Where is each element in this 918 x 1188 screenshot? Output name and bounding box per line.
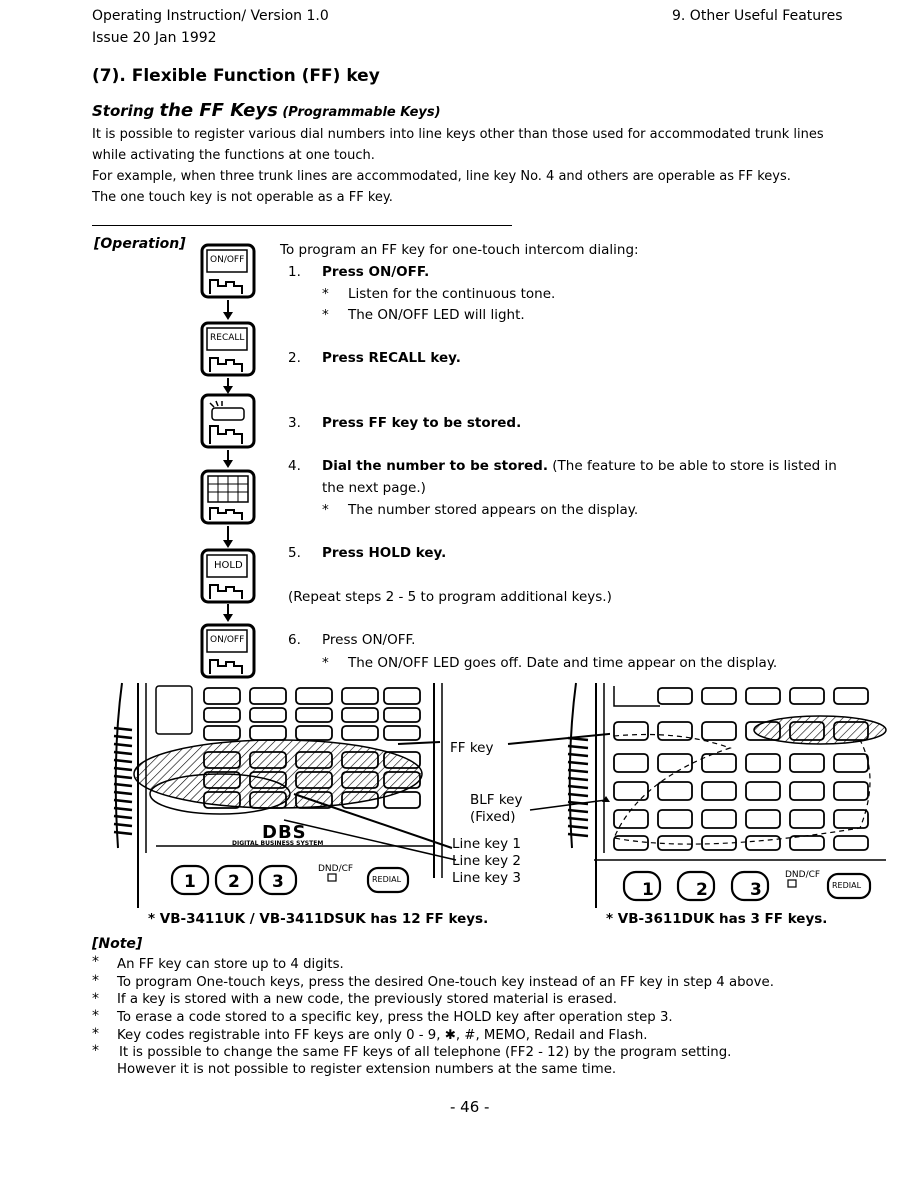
ff-key-press-icon	[200, 393, 256, 449]
key-2: 2	[696, 880, 708, 900]
step-1-bullet-1: Listen for the continuous tone.	[348, 286, 556, 302]
note-item: Key codes registrable into FF keys are o…	[117, 1028, 648, 1043]
bullet-star: *	[92, 991, 99, 1007]
note-item: An FF key can store up to 4 digits.	[117, 957, 344, 972]
note-item: To program One-touch keys, press the des…	[117, 975, 774, 990]
step-number: 6.	[288, 632, 301, 648]
step-number: 5.	[288, 545, 301, 561]
icon-label: ON/OFF	[210, 635, 245, 645]
step-4-line-2: the next page.)	[322, 480, 426, 496]
header-version: Operating Instruction/ Version 1.0	[92, 8, 329, 24]
note-item: If a key is stored with a new code, the …	[117, 992, 618, 1007]
key-2: 2	[228, 872, 240, 892]
note-item: It is possible to change the same FF key…	[119, 1045, 732, 1060]
callout-blf-key: BLF key	[470, 792, 523, 808]
dnd-cf-label: DND/CF	[785, 870, 821, 880]
bullet-star: *	[322, 655, 329, 671]
operation-flow	[200, 243, 256, 679]
step-number: 1.	[288, 264, 301, 280]
icon-label: RECALL	[210, 333, 245, 343]
bullet-star: *	[92, 973, 99, 989]
subtitle-part-c: (Programmable Keys)	[277, 105, 441, 120]
section-title: (7). Flexible Function (FF) key	[92, 66, 380, 86]
step-number: 3.	[288, 415, 301, 431]
callout-blf-fixed: (Fixed)	[470, 809, 516, 825]
page-number: - 46 -	[450, 1098, 490, 1116]
step-4-bullet-1: The number stored appears on the display…	[348, 502, 639, 518]
operation-intro: To program an FF key for one-touch inter…	[280, 242, 639, 258]
phone-vb3411-illustration	[113, 682, 443, 908]
bullet-star: *	[92, 1008, 99, 1024]
step-5-text: Press HOLD key.	[322, 545, 447, 561]
redial-key-label: REDIAL	[832, 881, 862, 890]
note-label: [Note]	[92, 936, 143, 952]
bullet-star: *	[92, 1043, 99, 1059]
step-number: 2.	[288, 350, 301, 366]
recall-key-icon	[200, 321, 256, 377]
section-subtitle: Storing the FF Keys (Programmable Keys)	[92, 100, 441, 121]
intro-line: For example, when three trunk lines are …	[92, 169, 791, 184]
icon-label: HOLD	[214, 560, 243, 571]
bullet-star: *	[322, 502, 329, 518]
step-number: 4.	[288, 458, 301, 474]
key-1: 1	[642, 880, 654, 900]
caption-vb3611: * VB-3611DUK has 3 FF keys.	[606, 911, 828, 927]
step-4-text: Dial the number to be stored. (The featu…	[322, 458, 837, 474]
header-issue-date: Issue 20 Jan 1992	[92, 30, 217, 46]
icon-label: ON/OFF	[210, 255, 245, 265]
intro-line: The one touch key is not operable as a F…	[92, 190, 393, 205]
callout-line-key-2: Line key 2	[452, 853, 521, 869]
step-6-bullet-1: The ON/OFF LED goes off. Date and time a…	[348, 655, 778, 671]
brand-logo: DBS	[262, 822, 307, 843]
phone-vb3611-illustration	[567, 682, 887, 908]
key-3: 3	[750, 880, 762, 900]
step-4-bold: Dial the number to be stored.	[322, 458, 548, 474]
bullet-star: *	[322, 286, 329, 302]
step-6-text: Press ON/OFF.	[322, 632, 416, 648]
bullet-star: *	[92, 954, 99, 970]
bullet-star: *	[92, 1026, 99, 1042]
redial-key-label: REDIAL	[372, 875, 402, 884]
subtitle-part-a: Storing	[92, 102, 160, 120]
note-item: To erase a code stored to a specific key…	[117, 1010, 673, 1025]
callout-ff-key: FF key	[450, 740, 494, 756]
step-1-text: Press ON/OFF.	[322, 264, 430, 280]
callout-lines	[283, 732, 610, 861]
dnd-cf-label: DND/CF	[318, 864, 354, 874]
brand-subtitle: DIGITAL BUSINESS SYSTEM	[232, 840, 324, 847]
step-1-bullet-2: The ON/OFF LED will light.	[348, 307, 525, 323]
note-continuation: However it is not possible to register e…	[117, 1062, 617, 1077]
repeat-instruction: (Repeat steps 2 - 5 to program additiona…	[288, 589, 612, 605]
header-chapter: 9. Other Useful Features	[672, 8, 843, 24]
intro-paragraph: It is possible to register various dial …	[92, 124, 824, 208]
subtitle-part-b: the FF Keys	[159, 100, 278, 121]
onoff-key-icon	[200, 623, 256, 679]
caption-vb3411: * VB-3411UK / VB-3411DSUK has 12 FF keys…	[148, 911, 489, 927]
key-3: 3	[272, 872, 284, 892]
bullet-star: *	[322, 307, 329, 323]
callout-line-key-1: Line key 1	[452, 836, 521, 852]
operation-label: [Operation]	[94, 236, 186, 252]
key-1: 1	[184, 872, 196, 892]
step-4-rest: (The feature to be able to store is list…	[547, 458, 837, 474]
dial-keypad-icon	[200, 469, 256, 525]
step-3-text: Press FF key to be stored.	[322, 415, 522, 431]
step-2-text: Press RECALL key.	[322, 350, 461, 366]
section-divider	[92, 225, 512, 226]
callout-line-key-3: Line key 3	[452, 870, 521, 886]
intro-line: It is possible to register various dial …	[92, 127, 824, 142]
onoff-key-icon	[200, 243, 256, 299]
hold-key-icon	[200, 548, 256, 604]
intro-line: while activating the functions at one to…	[92, 148, 375, 163]
